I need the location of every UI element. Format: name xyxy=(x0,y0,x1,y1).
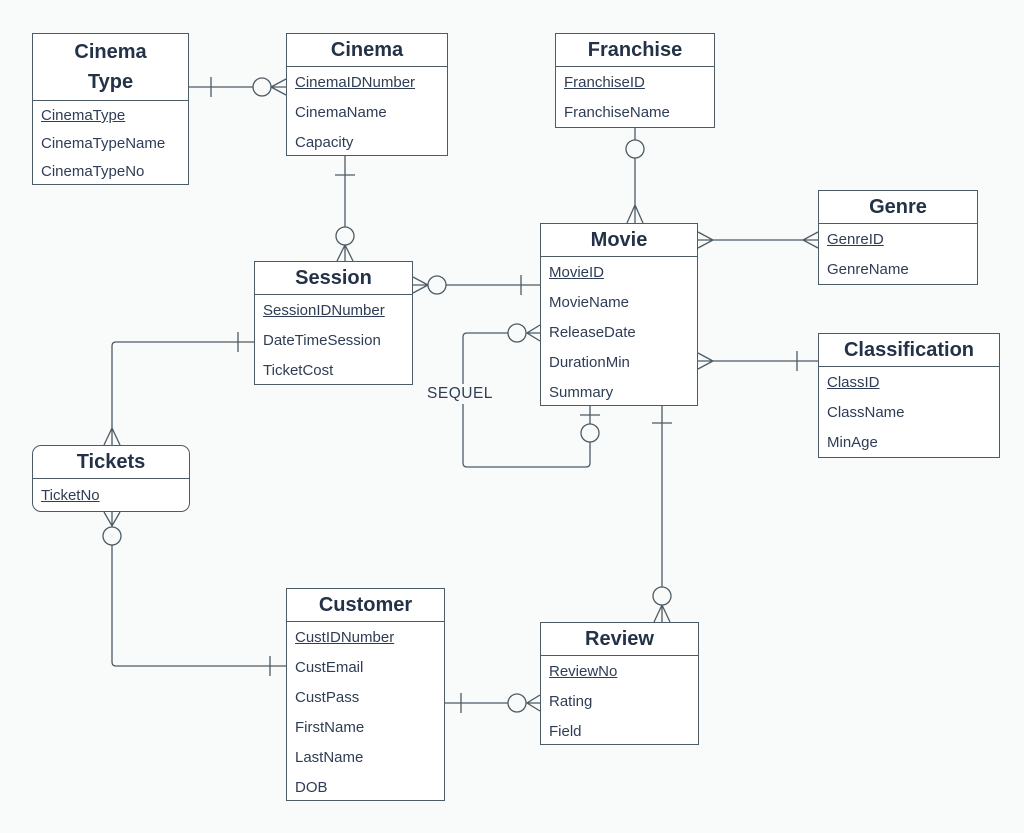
attribute-row: CustPass xyxy=(295,689,360,706)
entity-title: Cinema xyxy=(287,34,447,67)
connector-movie-sequel xyxy=(462,323,600,468)
attribute-list: SessionIDNumber DateTimeSession TicketCo… xyxy=(255,295,412,386)
crows-foot xyxy=(697,352,715,370)
attribute-row: GenreID xyxy=(827,231,884,248)
crows-foot xyxy=(103,511,121,528)
crows-foot xyxy=(626,203,644,224)
sequel-relationship-label: SEQUEL xyxy=(418,384,502,404)
attribute-row: DurationMin xyxy=(549,354,630,371)
attribute-row: ReviewNo xyxy=(549,663,618,680)
crows-foot xyxy=(801,231,819,249)
entity-tickets: Tickets TicketNo xyxy=(32,445,190,512)
attribute-row: Capacity xyxy=(295,134,354,151)
entity-franchise: Franchise FranchiseID FranchiseName xyxy=(555,33,715,128)
attribute-row: FranchiseName xyxy=(564,104,670,121)
attribute-row: CinemaIDNumber xyxy=(295,74,416,91)
connector-franchise-movie xyxy=(625,128,645,224)
entity-cinema: Cinema CinemaIDNumber CinemaName Capacit… xyxy=(286,33,448,156)
crows-foot xyxy=(653,603,671,623)
crows-foot xyxy=(412,276,430,294)
attribute-row: CinemaTypeNo xyxy=(41,163,145,180)
attribute-row: CinemaType xyxy=(41,107,126,124)
attribute-row: CustIDNumber xyxy=(295,629,395,646)
attribute-row: MinAge xyxy=(827,434,878,451)
entity-title: Customer xyxy=(287,589,444,622)
attribute-list: FranchiseID FranchiseName xyxy=(556,67,714,128)
attribute-list: ClassID ClassName MinAge xyxy=(819,367,999,458)
zero-circle xyxy=(427,275,447,295)
entity-classification: Classification ClassID ClassName MinAge xyxy=(818,333,1000,458)
entity-title: Review xyxy=(541,623,698,656)
entity-title-text: Cinema Type xyxy=(74,41,147,93)
crows-foot xyxy=(336,243,354,262)
entity-title: Session xyxy=(255,262,412,295)
zero-circle xyxy=(625,139,645,159)
attribute-list: ReviewNo Rating Field xyxy=(541,656,698,747)
attribute-list: MovieID MovieName ReleaseDate DurationMi… xyxy=(541,257,697,408)
attribute-row: FranchiseID xyxy=(564,74,645,91)
attribute-row: DOB xyxy=(295,779,328,796)
attribute-row: CinemaTypeName xyxy=(41,135,166,152)
crows-foot xyxy=(103,426,121,446)
crows-foot xyxy=(697,231,715,249)
attribute-list: CustIDNumber CustEmail CustPass FirstNam… xyxy=(287,622,444,803)
attribute-list: TicketNo xyxy=(33,479,189,512)
crows-foot xyxy=(525,694,541,712)
entity-title: Genre xyxy=(819,191,977,224)
attribute-list: CinemaType CinemaTypeName CinemaTypeNo xyxy=(33,101,188,186)
zero-circle xyxy=(335,226,355,246)
attribute-row: Rating xyxy=(549,693,593,710)
entity-title: Tickets xyxy=(33,446,189,479)
attribute-row: SessionIDNumber xyxy=(263,302,385,319)
zero-circle xyxy=(507,323,527,343)
connector-cinema-session xyxy=(335,156,355,262)
attribute-row: ClassID xyxy=(827,374,880,391)
attribute-row: TicketNo xyxy=(41,487,100,504)
connector-session-movie xyxy=(412,275,540,295)
entity-cinema-type: Cinema Type CinemaType CinemaTypeName Ci… xyxy=(32,33,189,185)
attribute-row: ClassName xyxy=(827,404,905,421)
attribute-row: MovieName xyxy=(549,294,630,311)
attribute-row: FirstName xyxy=(295,719,365,736)
zero-circle xyxy=(507,693,527,713)
entity-genre: Genre GenreID GenreName xyxy=(818,190,978,285)
entity-title: Classification xyxy=(819,334,999,367)
attribute-row: Summary xyxy=(549,384,614,401)
entity-movie: Movie MovieID MovieName ReleaseDate Dura… xyxy=(540,223,698,406)
entity-title: Movie xyxy=(541,224,697,257)
zero-circle xyxy=(252,77,272,97)
attribute-row: ReleaseDate xyxy=(549,324,636,341)
attribute-list: CinemaIDNumber CinemaName Capacity xyxy=(287,67,447,158)
entity-session: Session SessionIDNumber DateTimeSession … xyxy=(254,261,413,385)
zero-circle xyxy=(102,526,122,546)
zero-circle xyxy=(580,423,600,443)
entity-customer: Customer CustIDNumber CustEmail CustPass… xyxy=(286,588,445,801)
attribute-row: GenreName xyxy=(827,261,909,278)
connector-movie-genre xyxy=(697,231,819,249)
connector-session-tickets xyxy=(103,332,254,446)
attribute-row: LastName xyxy=(295,749,364,766)
connector-movie-classification xyxy=(697,351,818,371)
entity-title: Cinema Type xyxy=(33,34,188,101)
crows-foot xyxy=(525,324,541,342)
attribute-row: TicketCost xyxy=(263,362,334,379)
connector-tickets-customer xyxy=(102,511,286,676)
connector-movie-review xyxy=(652,406,672,623)
attribute-row: MovieID xyxy=(549,264,605,281)
crows-foot xyxy=(269,78,287,96)
zero-circle xyxy=(652,586,672,606)
connector-cinematype-cinema xyxy=(189,77,287,97)
attribute-row: CustEmail xyxy=(295,659,364,676)
entity-review: Review ReviewNo Rating Field xyxy=(540,622,699,745)
connector-customer-review xyxy=(445,693,541,713)
attribute-row: DateTimeSession xyxy=(263,332,381,349)
attribute-list: GenreID GenreName xyxy=(819,224,977,285)
attribute-row: Field xyxy=(549,723,582,740)
entity-title: Franchise xyxy=(556,34,714,67)
attribute-row: CinemaName xyxy=(295,104,387,121)
